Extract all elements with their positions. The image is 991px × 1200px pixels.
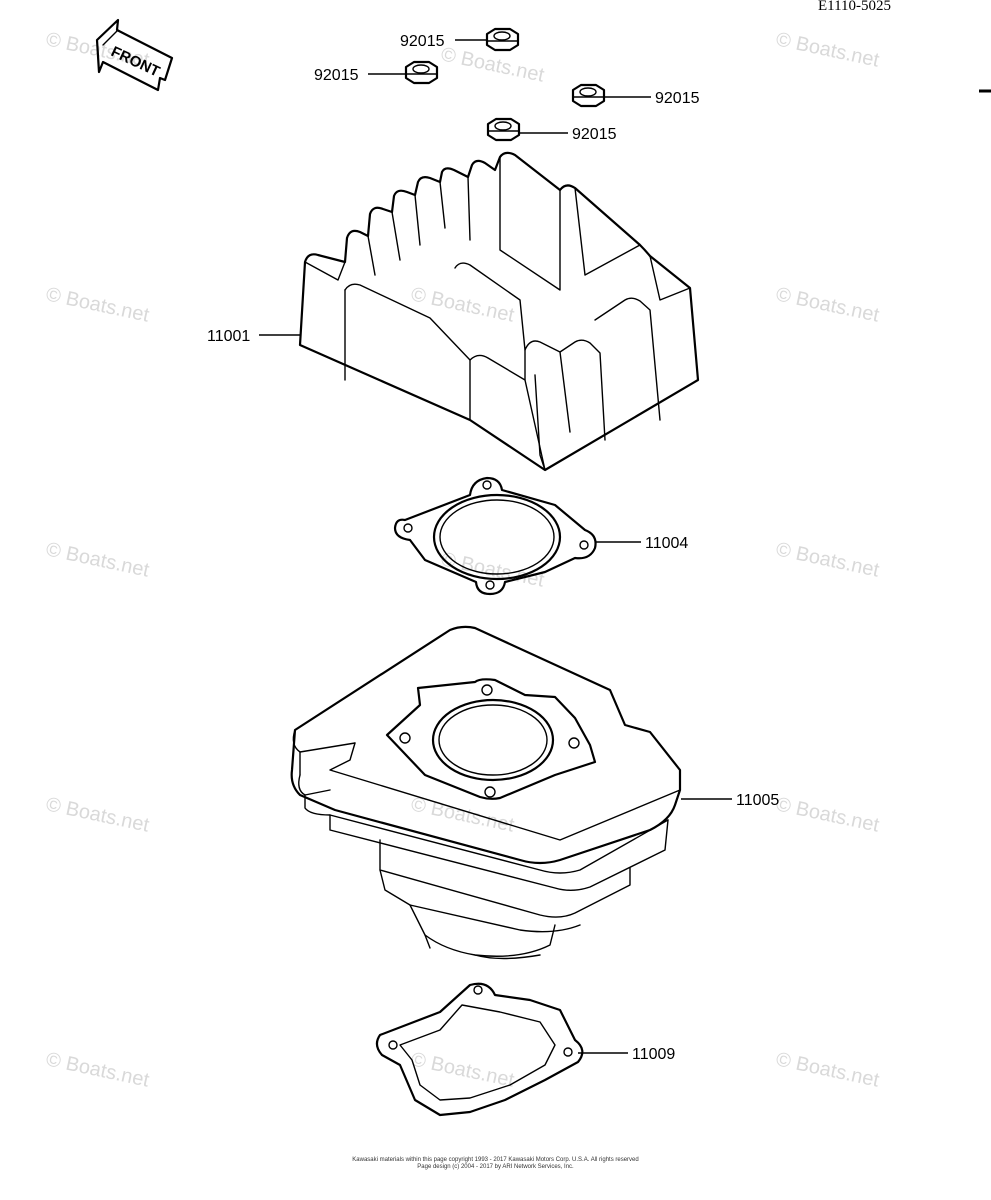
part-label-92015-d[interactable]: 92015	[572, 126, 617, 143]
part-label-92015-a[interactable]: 92015	[400, 33, 445, 50]
copyright-line-1: Kawasaki materials within this page copy…	[352, 1157, 639, 1163]
nut-part-92015-b	[404, 60, 439, 85]
head-gasket-part-11004	[393, 476, 597, 596]
copyright-footer: Kawasaki materials within this page copy…	[0, 1157, 991, 1171]
part-label-11005[interactable]: 11005	[736, 792, 779, 809]
watermark-layer: © Boats.net © Boats.net © Boats.net © Bo…	[44, 28, 882, 1091]
watermark: © Boats.net	[774, 1048, 882, 1091]
part-label-92015-c[interactable]: 92015	[655, 90, 700, 107]
part-label-11009[interactable]: 11009	[632, 1046, 675, 1063]
watermark: © Boats.net	[409, 283, 517, 326]
watermark: © Boats.net	[439, 43, 547, 86]
watermark: © Boats.net	[44, 1048, 152, 1091]
watermark: © Boats.net	[409, 1048, 517, 1091]
nut-part-92015-c	[571, 83, 606, 108]
base-gasket-part-11009	[375, 982, 584, 1117]
watermark: © Boats.net	[774, 538, 882, 581]
watermark: © Boats.net	[439, 548, 547, 591]
diagram-code: E1110-5025	[818, 0, 891, 14]
watermark: © Boats.net	[44, 283, 152, 326]
cylinder-head-part-11001	[298, 151, 700, 472]
part-label-11001[interactable]: 11001	[207, 328, 250, 345]
watermark: © Boats.net	[774, 283, 882, 326]
watermark: © Boats.net	[774, 28, 882, 71]
copyright-line-2: Page design (c) 2004 - 2017 by ARI Netwo…	[417, 1164, 574, 1170]
part-label-11004[interactable]: 11004	[645, 535, 688, 552]
watermark: © Boats.net	[774, 793, 882, 836]
watermark: © Boats.net	[409, 793, 517, 836]
leader-lines	[259, 39, 732, 1054]
nut-part-92015-a	[485, 27, 520, 52]
watermark: © Boats.net	[44, 793, 152, 836]
part-label-92015-b[interactable]: 92015	[314, 67, 359, 84]
nut-part-92015-d	[486, 117, 521, 142]
cylinder-part-11005	[290, 625, 682, 960]
watermark: © Boats.net	[44, 538, 152, 581]
